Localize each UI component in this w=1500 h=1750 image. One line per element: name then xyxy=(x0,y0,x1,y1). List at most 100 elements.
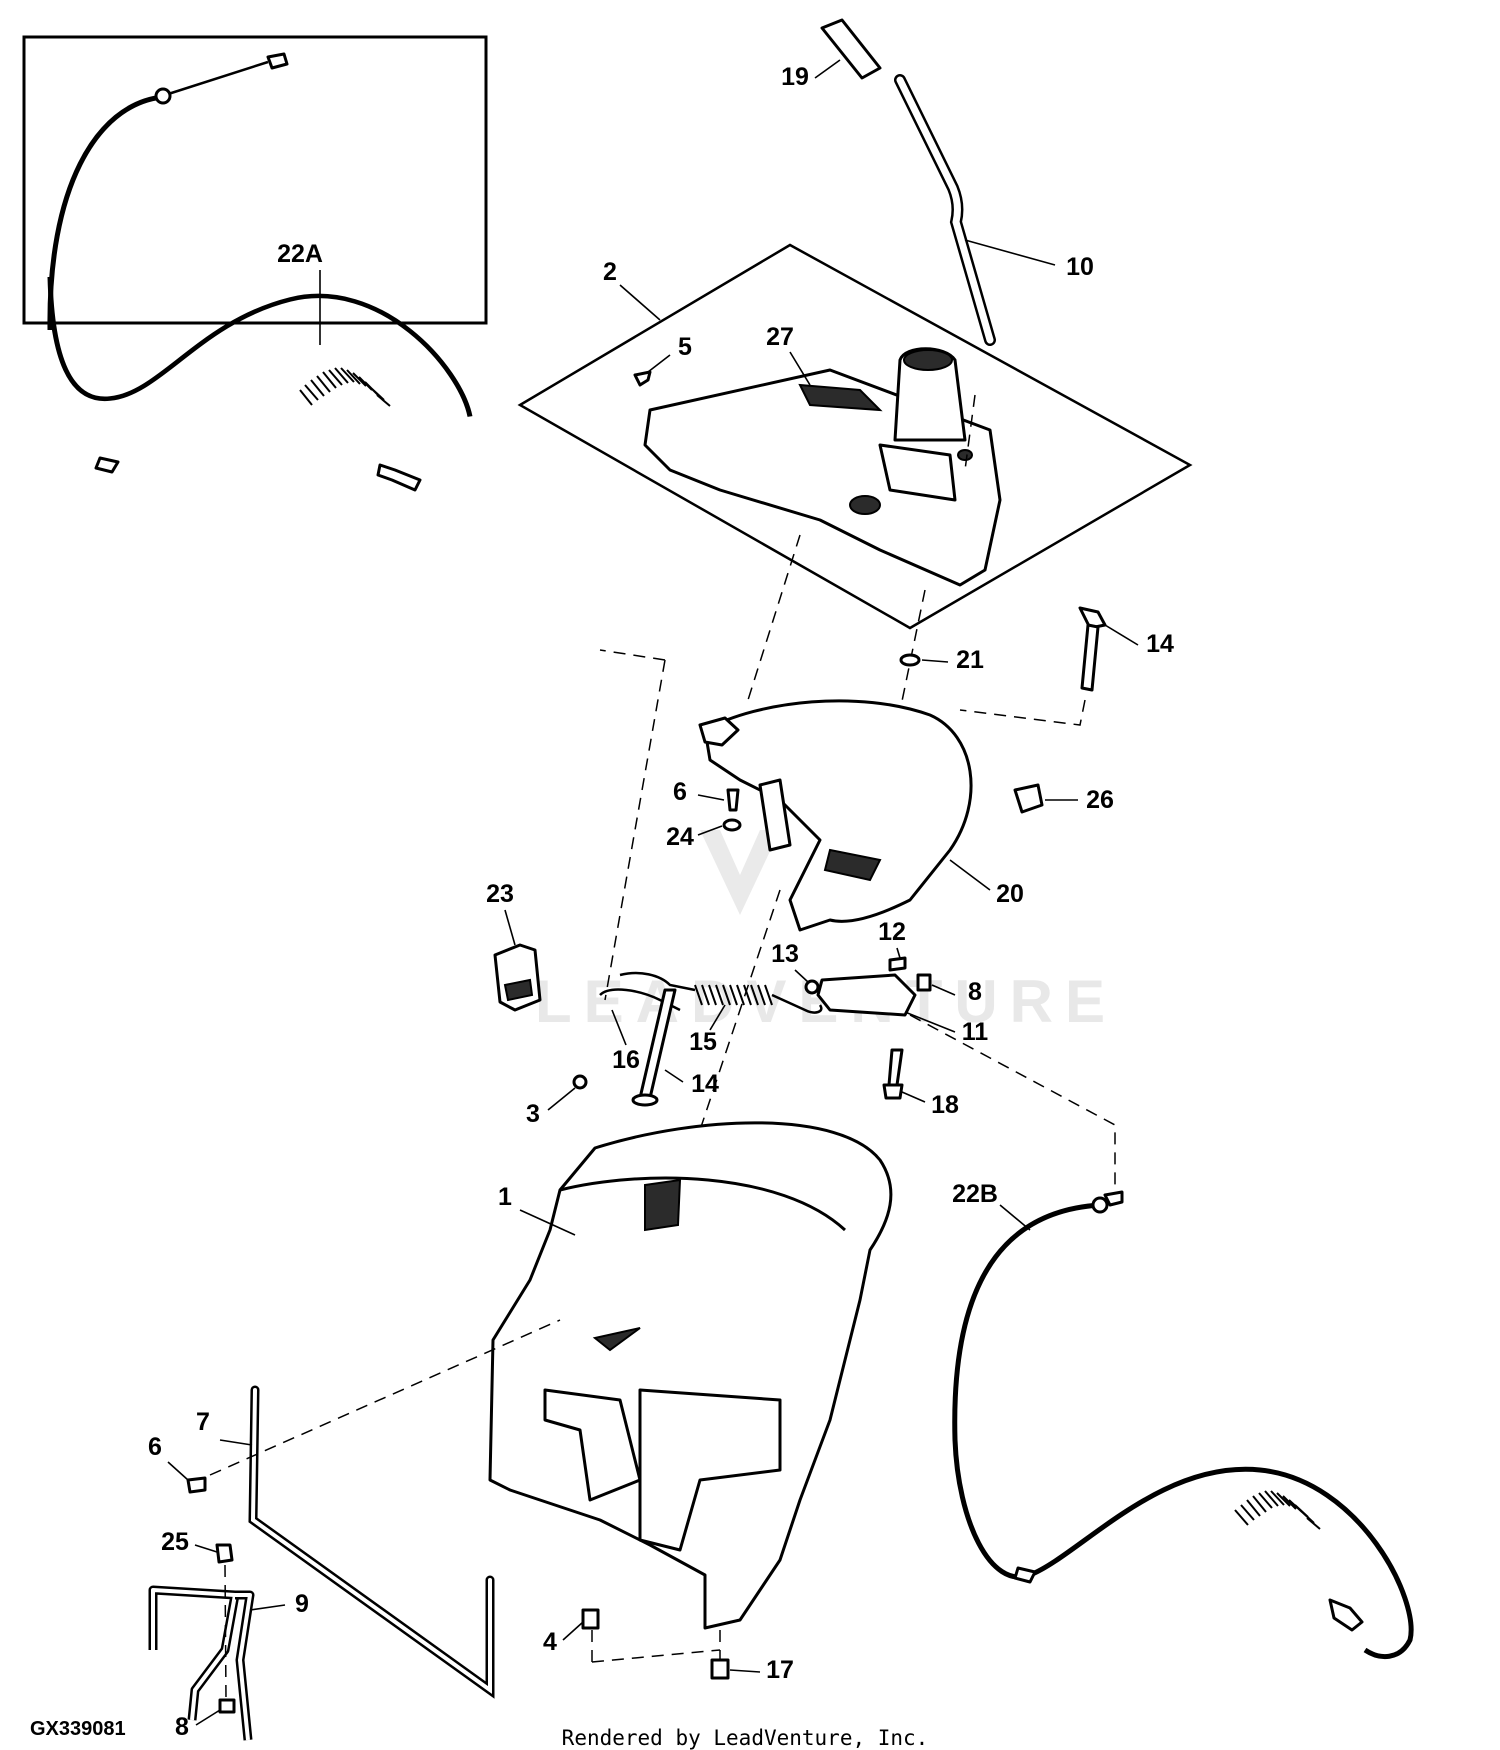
bracket-20-slot xyxy=(823,848,882,882)
nut-8-upper xyxy=(916,973,932,992)
lever-hole xyxy=(957,449,973,461)
leader-27 xyxy=(789,351,811,386)
leader-11 xyxy=(904,1011,956,1033)
leader-10 xyxy=(964,239,1056,266)
callout-14-lower: 14 xyxy=(691,1070,719,1098)
watermark-text: LEADVENTURE xyxy=(535,968,1117,1035)
callout-18: 18 xyxy=(931,1091,959,1119)
washer-21 xyxy=(899,653,921,667)
assembly-line-14 xyxy=(959,699,1086,726)
callout-4: 4 xyxy=(543,1628,557,1656)
pin-14-shaft xyxy=(1080,623,1100,692)
assembly-line-j xyxy=(591,1649,721,1663)
cable-22a-outer xyxy=(47,94,163,331)
callout-21: 21 xyxy=(956,646,984,674)
bracket-20-tab xyxy=(698,716,740,747)
callout-19: 19 xyxy=(781,63,809,91)
leader-15 xyxy=(709,1004,726,1031)
fasteners-4-17: 4 17 xyxy=(543,1608,794,1684)
spring-22b xyxy=(1234,1490,1321,1530)
leader-12 xyxy=(896,947,901,959)
callout-25: 25 xyxy=(161,1528,189,1556)
inset-frame xyxy=(22,35,488,325)
rod-7: 7 6 xyxy=(148,1319,561,1699)
bolt-18-head xyxy=(882,1083,904,1100)
callout-15: 15 xyxy=(689,1028,717,1056)
inset-cable-22a: 22A xyxy=(22,35,488,492)
bolt-25 xyxy=(215,1543,234,1564)
pin-14-upper: 14 xyxy=(959,606,1174,726)
callout-5: 5 xyxy=(678,333,692,361)
callout-26: 26 xyxy=(1086,786,1114,814)
cable-22a-ferrule xyxy=(154,87,172,105)
washer-24 xyxy=(722,818,742,832)
screw-6-upper xyxy=(726,788,740,812)
assembly-line-c xyxy=(964,394,976,471)
leader-19 xyxy=(814,59,841,79)
callout-22a: 22A xyxy=(277,240,323,268)
callout-11: 11 xyxy=(962,1018,989,1046)
nut-8-lower xyxy=(218,1698,236,1714)
leader-9 xyxy=(249,1604,286,1611)
watermark-logo: LEADVENTURE xyxy=(535,830,1117,1035)
assembly-plane xyxy=(517,243,1193,630)
assembly-line-a xyxy=(747,534,801,701)
spacer-17 xyxy=(710,1658,730,1680)
callout-24: 24 xyxy=(666,823,694,851)
screw-12 xyxy=(888,956,907,972)
bolt-18 xyxy=(887,1048,904,1087)
leader-7 xyxy=(219,1439,253,1446)
leader-23 xyxy=(504,909,516,946)
bracket-23: 23 xyxy=(486,880,542,1012)
bracket-9: 9 25 8 xyxy=(148,1528,309,1741)
callout-16: 16 xyxy=(612,1046,640,1074)
leader-24 xyxy=(697,825,723,836)
leader-8-upper xyxy=(931,984,956,996)
leader-14-lower xyxy=(664,1069,684,1083)
cable-22b-body xyxy=(952,1202,1414,1660)
assembly-line-h xyxy=(224,1564,227,1701)
shroud-1-slot xyxy=(644,1178,682,1232)
leader-1 xyxy=(519,1209,576,1236)
bolt-4 xyxy=(581,1608,600,1630)
spring-15-coils xyxy=(694,984,773,1006)
switch-26 xyxy=(1013,783,1044,814)
shroud-1-rim xyxy=(559,1176,847,1232)
callout-23: 23 xyxy=(486,880,514,908)
switch-bracket-11: 12 8 11 18 xyxy=(816,918,1116,1190)
callout-12: 12 xyxy=(878,918,906,946)
pin-14-lower-head xyxy=(631,1093,659,1107)
shroud-1-tab xyxy=(592,1327,641,1352)
leader-21 xyxy=(921,659,949,663)
callout-14-upper: 14 xyxy=(1146,630,1174,658)
spring-22a xyxy=(299,367,391,407)
screw-5 xyxy=(633,370,652,387)
leader-18 xyxy=(901,1091,926,1103)
bracket-11-body xyxy=(816,973,917,1017)
shroud-1-tray-right xyxy=(638,1388,782,1552)
shifter-hole xyxy=(903,349,953,371)
grip-19 xyxy=(820,18,882,80)
bracket-20-post xyxy=(758,778,792,852)
dash-panel-assembly-2 xyxy=(517,243,1193,630)
callout-3: 3 xyxy=(526,1100,540,1128)
pin-14-lower: 14 xyxy=(631,988,719,1107)
leader-6-lower xyxy=(167,1461,189,1481)
nut-13 xyxy=(804,979,820,995)
cable-22a-loop xyxy=(47,276,473,417)
shroud-1-tray-left xyxy=(543,1388,642,1502)
screw-6-lower xyxy=(186,1476,207,1494)
callout-20: 20 xyxy=(996,880,1024,908)
leader-25 xyxy=(194,1544,218,1553)
callout-27: 27 xyxy=(766,323,794,351)
callout-8-lower: 8 xyxy=(175,1713,189,1741)
clip-3 xyxy=(572,1074,588,1090)
leader-5 xyxy=(647,354,671,373)
callout-13: 13 xyxy=(771,940,799,968)
lever-10: 19 10 xyxy=(781,18,1094,346)
leader-17 xyxy=(729,1669,761,1673)
callout-7: 7 xyxy=(196,1408,210,1436)
callout-17: 17 xyxy=(766,1656,794,1684)
leader-6-upper xyxy=(697,794,725,801)
